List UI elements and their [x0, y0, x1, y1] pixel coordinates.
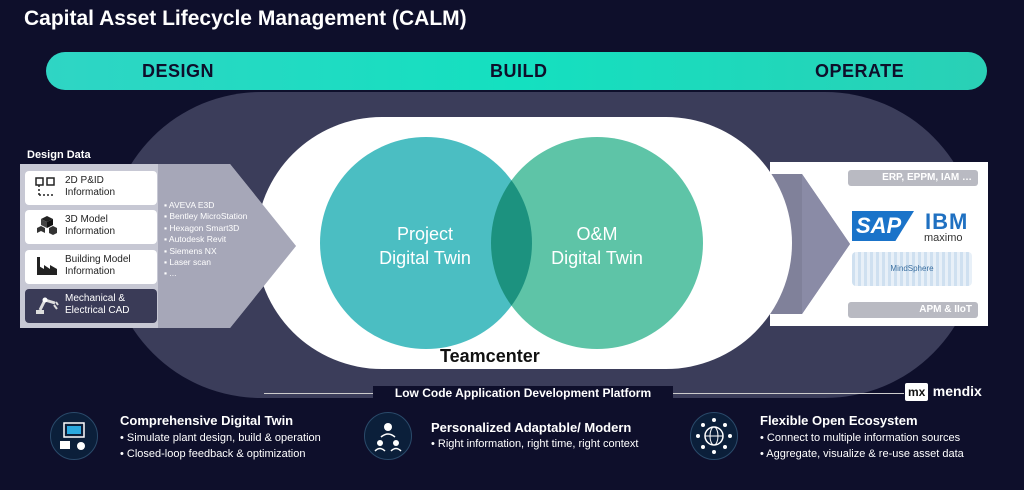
pid-icon	[35, 177, 55, 196]
card-mechanical-electrical-cad: Mechanical &Electrical CAD	[25, 289, 157, 323]
tool-item: ▪ Bentley MicroStation	[164, 211, 248, 222]
erp-tag: ERP, EPPM, IAM …	[848, 170, 978, 186]
feature-line: • Closed-loop feedback & optimization	[120, 448, 306, 460]
phase-operate: OPERATE	[815, 61, 905, 81]
robot-arm-icon	[36, 297, 59, 314]
phase-design: DESIGN	[142, 61, 215, 81]
feature-heading-digital-twin: Comprehensive Digital Twin	[120, 413, 294, 428]
tool-item: ▪ ...	[164, 268, 177, 279]
tool-item: ▪ Hexagon Smart3D	[164, 222, 240, 233]
tool-item: ▪ Siemens NX	[164, 245, 217, 256]
globe-network-icon	[690, 412, 738, 460]
phase-bar: DESIGN BUILD OPERATE	[46, 52, 987, 90]
teamcenter-label: Teamcenter	[440, 346, 540, 366]
design-data-label: Design Data	[27, 149, 91, 161]
design-tools-list: ▪ AVEVA E3D ▪ Bentley MicroStation ▪ Hex…	[164, 200, 247, 280]
feature-heading-ecosystem: Flexible Open Ecosystem	[760, 413, 918, 428]
feature-line: • Aggregate, visualize & re-use asset da…	[760, 448, 964, 460]
design-data-arrow	[20, 164, 296, 328]
page-title: Capital Asset Lifecycle Management (CALM…	[24, 7, 467, 30]
maximo-logo: maximo	[924, 232, 963, 244]
apm-tag: APM & IIoT	[848, 302, 978, 318]
digital-twin-icon	[50, 412, 98, 460]
feature-line: • Simulate plant design, build & operati…	[120, 432, 321, 444]
feature-heading-personalized: Personalized Adaptable/ Modern	[431, 420, 632, 435]
people-icon	[364, 412, 412, 460]
factory-icon	[37, 257, 57, 275]
low-code-label: Low Code Application Development Platfor…	[373, 386, 673, 400]
feature-line: • Right information, right time, right c…	[431, 438, 639, 450]
mindsphere-logo: MindSphere	[852, 252, 972, 286]
tool-item: ▪ AVEVA E3D	[164, 200, 215, 210]
tool-item: ▪ Autodesk Revit	[164, 234, 227, 245]
cubes-icon	[37, 216, 57, 235]
ibm-logo: IBM	[925, 209, 969, 234]
phase-build: BUILD	[490, 61, 548, 81]
feature-line: • Connect to multiple information source…	[760, 432, 961, 444]
om-digital-twin-circle	[491, 137, 703, 349]
mendix-logo: mx mendix	[905, 383, 982, 401]
tool-item: ▪ Laser scan	[164, 257, 211, 268]
